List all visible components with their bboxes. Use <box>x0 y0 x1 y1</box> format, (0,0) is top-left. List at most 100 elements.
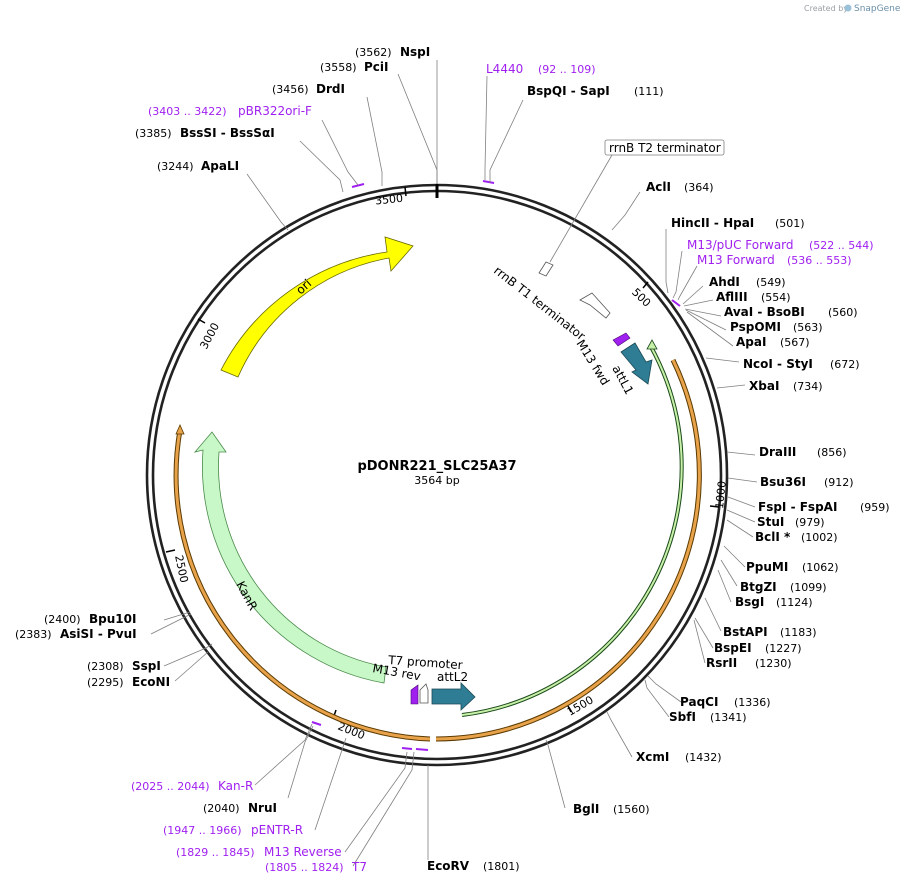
site-bspqi-name: BspQI - SapI <box>527 84 610 98</box>
leader-m13-reverse <box>344 751 408 853</box>
primer-t7[interactable]: (1805 .. 1824) T7 <box>265 860 367 874</box>
primer-t7-name: T7 <box>351 860 367 874</box>
site-acli[interactable]: AclI (364) <box>646 180 714 194</box>
site-apali-pos: (3244) <box>157 160 194 173</box>
site-bspei-name: BspEI <box>714 641 752 655</box>
site-econi-pos: (2295) <box>87 676 124 689</box>
primer-m13-puc-forward-name: M13/pUC Forward <box>687 238 794 252</box>
rrnb-t2-arrow <box>538 261 554 277</box>
plasmid-title: pDONR221_SLC25A37 3564 bp <box>357 459 516 487</box>
site-xbai[interactable]: XbaI (734) <box>749 379 823 393</box>
site-bstapi[interactable]: BstAPI (1183) <box>723 625 817 639</box>
kanr-arrow <box>193 431 387 684</box>
site-nrui-pos: (2040) <box>203 802 240 815</box>
site-pspomi[interactable]: PspOMI (563) <box>730 320 823 334</box>
site-ncoi[interactable]: NcoI - StyI (672) <box>743 357 860 371</box>
site-ppumi[interactable]: PpuMI (1062) <box>746 560 839 574</box>
t7-promoter-label: T7 promoter <box>387 653 463 672</box>
site-avai-name: AvaI - BsoBI <box>724 305 805 319</box>
primer-kan-r[interactable]: (2025 .. 2044) Kan-R <box>131 779 253 793</box>
site-bgli-name: BglI <box>573 802 599 816</box>
site-paqci[interactable]: PaqCI (1336) <box>680 695 771 709</box>
site-ecorv-name: EcoRV <box>427 859 470 873</box>
site-bgli[interactable]: BglI (1560) <box>573 802 650 816</box>
m13-fwd-arrow <box>612 332 631 347</box>
primer-m13-reverse-range: (1829 .. 1845) <box>176 846 255 859</box>
site-asisi[interactable]: (2383) AsiSI - PvuI <box>15 627 137 641</box>
leader-rsrii <box>693 619 706 664</box>
site-bsssi[interactable]: (3385) BssSI - BssSαI <box>135 126 275 140</box>
site-sspi[interactable]: (2308) SspI <box>87 659 161 673</box>
m13-fwd-label: M13 fwd <box>573 337 612 388</box>
primer-mark-l4440 <box>482 180 495 184</box>
primer-pbr322ori-f-range: (3403 .. 3422) <box>148 105 227 118</box>
site-bsu36i[interactable]: Bsu36I (912) <box>760 475 854 489</box>
primer-pentr-r[interactable]: (1947 .. 1966) pENTR-R <box>163 823 303 837</box>
site-nrui[interactable]: (2040) NruI <box>203 801 277 815</box>
tick-mark-500 <box>642 281 649 289</box>
site-ppumi-name: PpuMI <box>746 560 788 574</box>
leader-pspomi <box>685 309 727 331</box>
site-stui[interactable]: StuI (979) <box>757 515 825 529</box>
site-bspei-pos: (1227) <box>765 642 802 655</box>
site-ahdi[interactable]: AhdI (549) <box>709 275 786 289</box>
site-bsgi[interactable]: BsgI (1124) <box>735 595 813 609</box>
site-bspei[interactable]: BspEI (1227) <box>714 641 802 655</box>
primer-m13-forward[interactable]: M13 Forward (536 .. 553) <box>697 253 852 267</box>
site-rsrii[interactable]: RsrII (1230) <box>706 656 792 670</box>
site-stui-name: StuI <box>757 515 784 529</box>
primer-m13-forward-name: M13 Forward <box>697 253 775 267</box>
primer-pbr322ori-f[interactable]: (3403 .. 3422) pBR322ori-F <box>148 104 312 118</box>
primer-labels: L4440 (92 .. 109) (3403 .. 3422) pBR322o… <box>131 62 874 874</box>
site-ahdi-name: AhdI <box>709 275 740 289</box>
leader-pcii <box>397 73 438 184</box>
site-ecorv[interactable]: EcoRV (1801) <box>427 859 520 873</box>
site-bspqi[interactable]: BspQI - SapI (111) <box>527 84 664 98</box>
leader-sspi <box>163 643 213 667</box>
leader-asisi <box>150 613 192 635</box>
primer-l4440[interactable]: L4440 (92 .. 109) <box>486 62 596 76</box>
watermark-brand: SnapGene <box>854 4 901 14</box>
leader-bspqi <box>489 99 524 183</box>
site-bcli[interactable]: BclI * (1002) <box>755 530 838 544</box>
site-bstapi-name: BstAPI <box>723 625 768 639</box>
primer-m13-reverse[interactable]: (1829 .. 1845) M13 Reverse <box>176 845 342 859</box>
site-avai[interactable]: AvaI - BsoBI (560) <box>724 305 858 319</box>
site-drdi-pos: (3456) <box>272 83 309 96</box>
site-sbfi[interactable]: SbfI (1341) <box>669 710 747 724</box>
feature-ori[interactable]: ori <box>220 236 414 378</box>
primer-m13-puc-forward[interactable]: M13/pUC Forward (522 .. 544) <box>687 238 874 252</box>
primer-m13-reverse-name: M13 Reverse <box>264 845 342 859</box>
site-fspi[interactable]: FspI - FspAI (959) <box>758 500 890 514</box>
site-afliii[interactable]: AflIII (554) <box>716 290 791 304</box>
site-btgzi[interactable]: BtgZI (1099) <box>740 580 827 594</box>
site-btgzi-name: BtgZI <box>740 580 777 594</box>
site-bpu10i[interactable]: (2400) Bpu10I <box>44 612 136 626</box>
leader-avai <box>684 308 722 317</box>
site-drdi[interactable]: (3456) DrdI <box>272 82 345 96</box>
feature-rrnb-t2[interactable]: rrnB T2 terminator <box>538 139 725 277</box>
leader-apai <box>686 311 734 347</box>
site-hincii[interactable]: HincII - HpaI (501) <box>671 216 805 230</box>
rrnb-t1-label: rrnB T1 terminator <box>491 263 588 343</box>
primer-l4440-range: (92 .. 109) <box>538 63 596 76</box>
site-pcii[interactable]: (3558) PciI <box>320 60 389 74</box>
site-acli-name: AclI <box>646 180 671 194</box>
feature-t7-promoter[interactable]: T7 promoter <box>387 653 463 704</box>
site-nspi[interactable]: (3562) NspI <box>355 45 430 59</box>
site-xcmi[interactable]: XcmI (1432) <box>636 750 722 764</box>
leader-ncoi <box>705 357 740 363</box>
site-apai[interactable]: ApaI (567) <box>736 335 810 349</box>
t7-promoter-arrow <box>419 683 429 704</box>
site-econi[interactable]: (2295) EcoNI <box>87 675 170 689</box>
leader-pentr-r <box>314 737 347 831</box>
site-apali[interactable]: (3244) ApaLI <box>157 159 239 173</box>
feature-attl2[interactable]: attL2 <box>431 670 476 711</box>
feature-rrnb-t1[interactable]: rrnB T1 terminator <box>491 263 611 343</box>
feature-attl1[interactable]: attL1 <box>609 342 653 397</box>
site-bcli-pos: (1002) <box>801 531 838 544</box>
site-draiii[interactable]: DraIII (856) <box>759 445 847 459</box>
site-econi-name: EcoNI <box>132 675 170 689</box>
site-ahdi-pos: (549) <box>756 276 786 289</box>
site-ncoi-name: NcoI - StyI <box>743 357 813 371</box>
